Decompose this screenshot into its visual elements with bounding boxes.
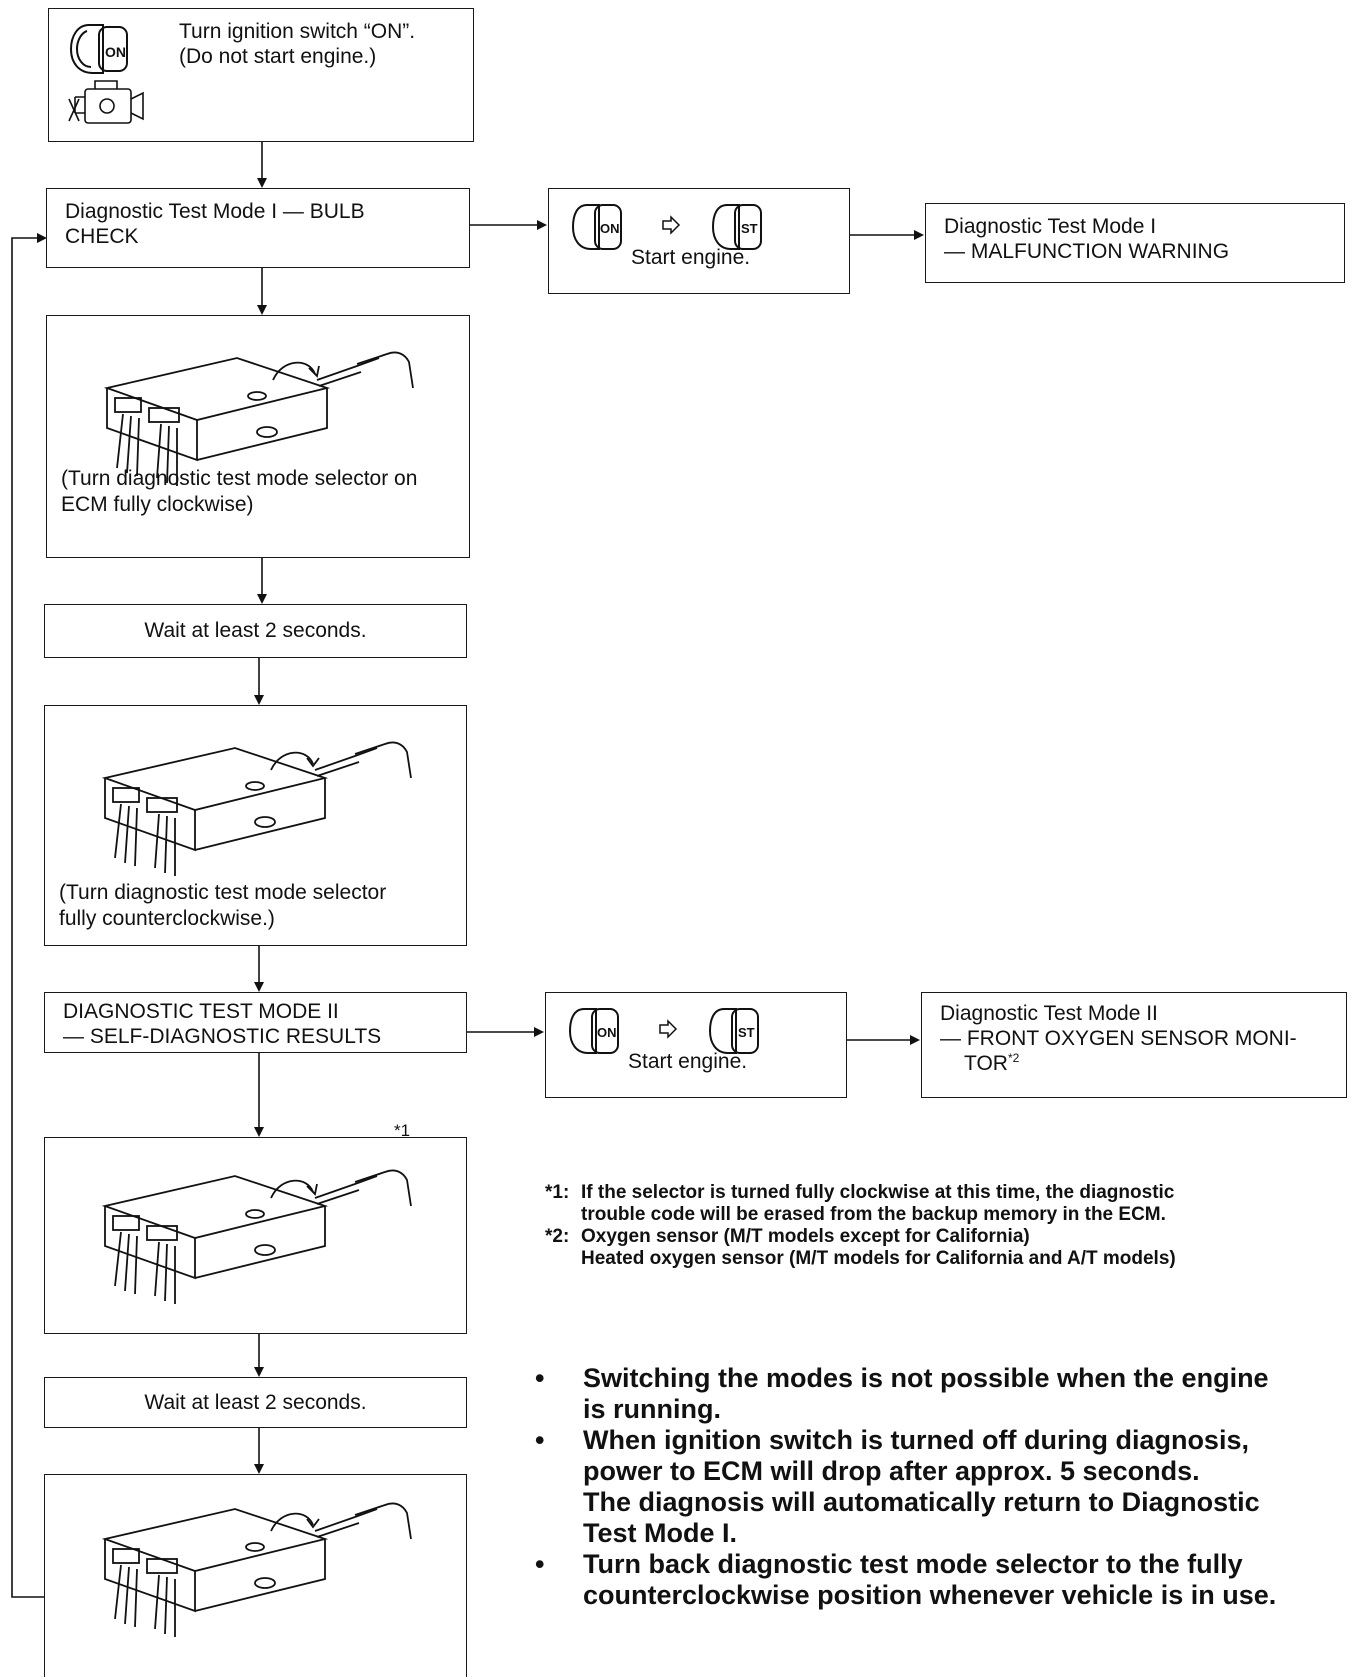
hand-screwdriver-icon: [354, 741, 412, 779]
ecm-unit-icon: [101, 1169, 412, 1304]
svg-text:ST: ST: [738, 1025, 755, 1040]
turn-clockwise-box-1: (Turn diagnostic test mode selector on E…: [46, 315, 470, 558]
hand-screwdriver-icon: [354, 1169, 412, 1207]
mode1-malfunction-warning-box: Diagnostic Test Mode I — MALFUNCTION WAR…: [925, 203, 1345, 283]
footnote-ref-2: *2: [1007, 1051, 1020, 1065]
key-turn-icons: ON ST: [568, 1008, 759, 1054]
bullet-3-line1: Turn back diagnostic test mode selector …: [583, 1549, 1243, 1579]
mode2-monitor-line3-wrap: TOR*2: [940, 1051, 1328, 1076]
ecm-unit-icon: [101, 741, 412, 876]
bullet-icon: •: [535, 1363, 545, 1393]
svg-text:ON: ON: [597, 1025, 617, 1040]
footnote-1: *1: If the selector is turned fully cloc…: [545, 1182, 1345, 1226]
turn-counterclockwise-box-2: [44, 1474, 467, 1677]
footnotes: *1: If the selector is turned fully cloc…: [545, 1182, 1345, 1270]
footnote-2-line1: Oxygen sensor (M/T models except for Cal…: [581, 1226, 1030, 1247]
footnote-1-line2: trouble code will be erased from the bac…: [581, 1204, 1166, 1225]
bullet-item: • Switching the modes is not possible wh…: [527, 1363, 1357, 1425]
bullet-2-line3: The diagnosis will automatically return …: [583, 1487, 1260, 1517]
mode2-monitor-line3: TOR: [964, 1052, 1008, 1075]
turn-cw-1-line2: ECM fully clockwise): [61, 493, 254, 516]
mode2-self-diagnostic-box: DIAGNOSTIC TEST MODE II — SELF-DIAGNOSTI…: [44, 992, 467, 1053]
wait-box-2: Wait at least 2 seconds.: [44, 1377, 467, 1428]
bullet-item: • Turn back diagnostic test mode selecto…: [527, 1549, 1357, 1611]
bullet-2-line2: power to ECM will drop after approx. 5 s…: [583, 1456, 1200, 1486]
turn-counterclockwise-box-1: (Turn diagnostic test mode selector full…: [44, 705, 467, 946]
mode1-warning-line1: Diagnostic Test Mode I: [944, 215, 1157, 238]
footnote-2-line2: Heated oxygen sensor (M/T models for Cal…: [581, 1248, 1176, 1269]
hand-screwdriver-icon: [356, 351, 414, 389]
svg-text:ST: ST: [741, 221, 758, 236]
bullet-1-line2: is running.: [583, 1394, 721, 1424]
turn-ccw-caption-1: (Turn diagnostic test mode selector full…: [59, 880, 386, 932]
svg-text:ON: ON: [105, 44, 126, 60]
ecm-unit-icon: [101, 1502, 412, 1637]
mode2-line2: — SELF-DIAGNOSTIC RESULTS: [63, 1025, 382, 1048]
start-engine-label-1: Start engine.: [631, 246, 751, 269]
bullet-2-line1: When ignition switch is turned off durin…: [583, 1425, 1249, 1455]
ignition-on-text: Turn ignition switch “ON”. (Do not start…: [179, 19, 415, 69]
mode2-monitor-line1: Diagnostic Test Mode II: [940, 1002, 1158, 1025]
start-engine-box-1: ON ST Start engine.: [548, 188, 850, 294]
mode2-monitor-line2: — FRONT OXYGEN SENSOR MONI-: [940, 1027, 1297, 1050]
footnote-2-key: *2:: [545, 1226, 570, 1247]
turn-ccw-1-line2: fully counterclockwise.): [59, 907, 275, 930]
clockwise-arrow-icon: [270, 1179, 314, 1199]
outline-arrow-icon: [659, 1019, 678, 1039]
footnote-1-key: *1:: [545, 1182, 570, 1203]
turn-cw-caption-1: (Turn diagnostic test mode selector on E…: [61, 466, 417, 518]
outline-arrow-icon: [662, 215, 681, 235]
turn-ccw-1-line1: (Turn diagnostic test mode selector: [59, 881, 387, 904]
counterclockwise-arrow-icon: [270, 751, 314, 771]
wait-1-text: Wait at least 2 seconds.: [144, 619, 367, 642]
bullet-icon: •: [535, 1425, 545, 1455]
turn-cw-1-line1: (Turn diagnostic test mode selector on: [61, 467, 418, 490]
turn-clockwise-box-2: [44, 1137, 467, 1334]
ignition-key-icon: ON: [68, 24, 144, 124]
bullet-item: • When ignition switch is turned off dur…: [527, 1425, 1357, 1549]
mode1-bulb-check-box: Diagnostic Test Mode I — BULB CHECK: [46, 188, 470, 268]
ignition-on-line1: Turn ignition switch “ON”.: [179, 20, 416, 43]
bullet-2-line4: Test Mode I.: [583, 1518, 738, 1548]
bullet-3-line2: counterclockwise position whenever vehic…: [583, 1580, 1277, 1610]
feedback-loop-arrow: [11, 233, 47, 1598]
hand-screwdriver-icon: [354, 1502, 412, 1540]
bullet-1-line1: Switching the modes is not possible when…: [583, 1363, 1269, 1393]
bullet-icon: •: [535, 1549, 545, 1579]
bullet-notes: • Switching the modes is not possible wh…: [527, 1363, 1357, 1611]
start-engine-box-2: ON ST Start engine.: [545, 992, 847, 1098]
mode2-oxygen-monitor-box: Diagnostic Test Mode II — FRONT OXYGEN S…: [921, 992, 1347, 1098]
mode1-warning-line2: — MALFUNCTION WARNING: [944, 240, 1230, 263]
wait-box-1: Wait at least 2 seconds.: [44, 604, 467, 658]
mode2-line1: DIAGNOSTIC TEST MODE II: [63, 1000, 339, 1023]
footnote-marker-1: *1: [394, 1121, 411, 1140]
ignition-on-line2: (Do not start engine.): [179, 45, 377, 68]
mode1-line1: Diagnostic Test Mode I — BULB: [65, 200, 365, 223]
ignition-on-box: ON Turn ignition switch “ON”. (Do not st…: [48, 8, 474, 142]
svg-text:ON: ON: [600, 221, 620, 236]
footnote-1-line1: If the selector is turned fully clockwis…: [581, 1182, 1175, 1203]
wait-2-text: Wait at least 2 seconds.: [144, 1391, 367, 1414]
ecm-unit-icon: [103, 351, 414, 486]
engine-icon: [68, 80, 144, 124]
start-engine-label-2: Start engine.: [628, 1050, 748, 1073]
mode1-line2: CHECK: [65, 225, 139, 248]
footnote-2: *2: Oxygen sensor (M/T models except for…: [545, 1226, 1345, 1270]
clockwise-arrow-icon: [272, 361, 316, 381]
counterclockwise-arrow-icon: [270, 1512, 314, 1532]
key-turn-icons: ON ST: [571, 204, 762, 250]
